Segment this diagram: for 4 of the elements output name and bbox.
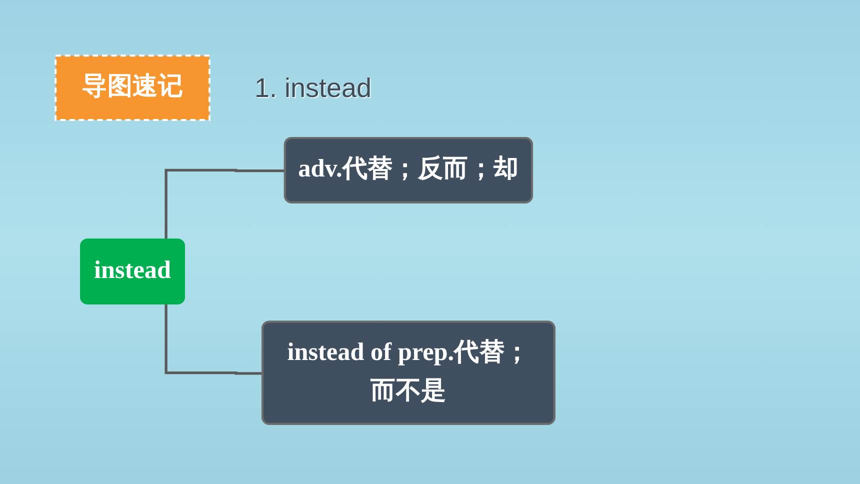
node-box: 导图速记 [54,54,210,121]
connector [164,168,286,240]
connector [164,304,264,375]
title: 1. instead [254,72,372,104]
